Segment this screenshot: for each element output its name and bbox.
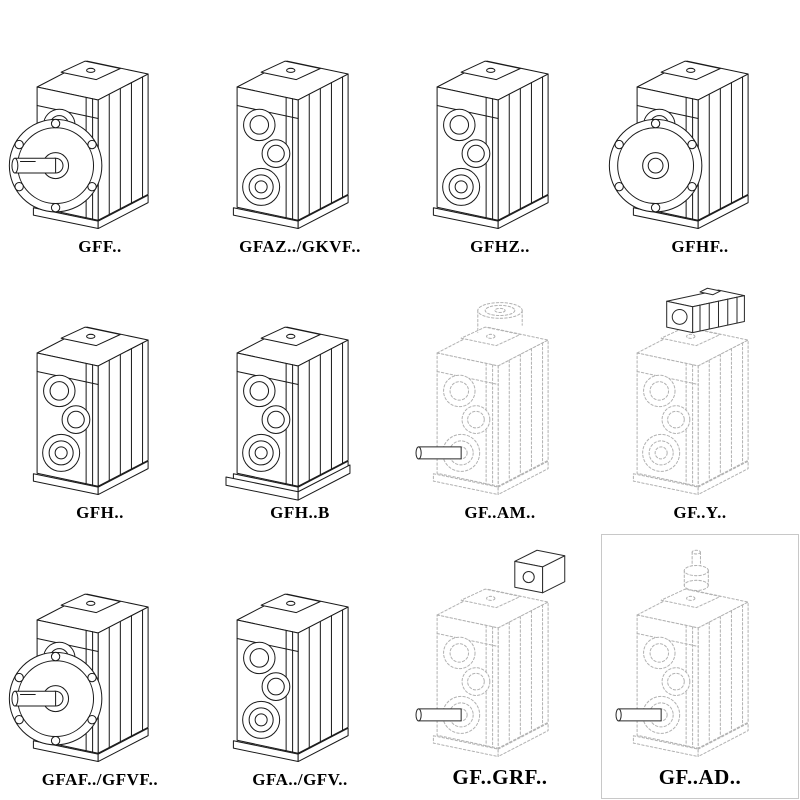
- gearbox-model-label: GFHF..: [671, 236, 729, 256]
- gearbox-model-label: GFA../GFV..: [252, 769, 348, 789]
- gearbox-drawing-flange-hollow: [608, 60, 749, 229]
- output-flange: [608, 118, 703, 213]
- gearbox-housing: [432, 60, 549, 229]
- output-shaft: [11, 690, 57, 707]
- gearbox-drawing-adapter-input: [415, 302, 549, 496]
- catalog-cell-gfhz: GFHZ..: [400, 0, 600, 267]
- output-shaft: [615, 708, 662, 722]
- hollow-output: [242, 434, 281, 473]
- output-shaft: [415, 708, 462, 722]
- gearbox-drawing-hollow-shaft-base: [225, 326, 351, 501]
- hollow-output: [642, 434, 681, 473]
- gearbox-model-label: GF..GRF..: [452, 764, 548, 789]
- gearbox-drawing-hollow-shaft: [432, 60, 549, 229]
- gearbox-drawing-hollow-shaft: [32, 326, 149, 496]
- catalog-cell-gff: GFF..: [0, 0, 200, 267]
- gearbox-housing: [32, 326, 149, 496]
- catalog-cell-gfh-b: GFH..B: [200, 267, 400, 534]
- gearbox-housing: [632, 588, 749, 758]
- catalog-cell-gfa-gfv: GFA../GFV..: [200, 533, 400, 800]
- gearbox-model-label: GFF..: [78, 236, 122, 256]
- hollow-output: [242, 700, 281, 739]
- gearbox-housing: [232, 326, 349, 496]
- gearbox-drawing-flange-shaft: [8, 60, 149, 229]
- catalog-cell-gfhf: GFHF..: [600, 0, 800, 267]
- gearbox-drawing-hollow-shaft: [232, 60, 349, 229]
- catalog-cell-gf-am: GF..AM..: [400, 267, 600, 534]
- gearbox-drawing-top-box-input: [415, 549, 566, 758]
- gearbox-drawing-flange-shaft: [8, 593, 149, 763]
- gearbox-drawing-hollow-shaft: [232, 593, 349, 763]
- catalog-cell-gf-y: GF..Y..: [600, 267, 800, 534]
- gearbox-drawing-input-shaft-cover: [615, 549, 749, 758]
- catalog-cell-gfaf-gfvf: GFAF../GFVF..: [0, 533, 200, 800]
- gearbox-model-label: GFAF../GFVF..: [41, 769, 159, 789]
- gearbox-model-label: GFH..: [76, 503, 124, 523]
- electric-motor: [666, 288, 745, 334]
- gearbox-model-label: GF..AD..: [658, 764, 742, 789]
- gearbox-housing: [232, 593, 349, 763]
- input-shaft-cover: [683, 549, 709, 591]
- catalog-cell-gf-ad: GF..AD..: [600, 533, 800, 800]
- gearbox-model-label: GF..AM..: [464, 503, 536, 523]
- hollow-output: [42, 434, 81, 473]
- catalog-cell-gf-grf: GF..GRF..: [400, 533, 600, 800]
- gearbox-model-label: GF..Y..: [673, 503, 727, 523]
- catalog-cell-gfh: GFH..: [0, 267, 200, 534]
- gearbox-model-label: GFAZ../GKVF..: [239, 236, 361, 256]
- output-shaft: [415, 446, 462, 460]
- catalog-cell-gfaz-gkvf: GFAZ../GKVF..: [200, 0, 400, 267]
- gearbox-housing: [632, 326, 749, 496]
- gearbox-housing: [232, 60, 349, 229]
- hollow-output: [242, 167, 281, 206]
- gearbox-housing: [432, 326, 549, 496]
- gearbox-drawing-motor-mounted: [632, 288, 749, 496]
- hollow-output: [442, 167, 481, 206]
- output-shaft: [11, 157, 57, 174]
- gearbox-model-label: GFH..B: [270, 503, 330, 523]
- input-gear-box: [514, 549, 566, 594]
- gearbox-model-label: GFHZ..: [470, 236, 530, 256]
- gearbox-housing: [432, 588, 549, 758]
